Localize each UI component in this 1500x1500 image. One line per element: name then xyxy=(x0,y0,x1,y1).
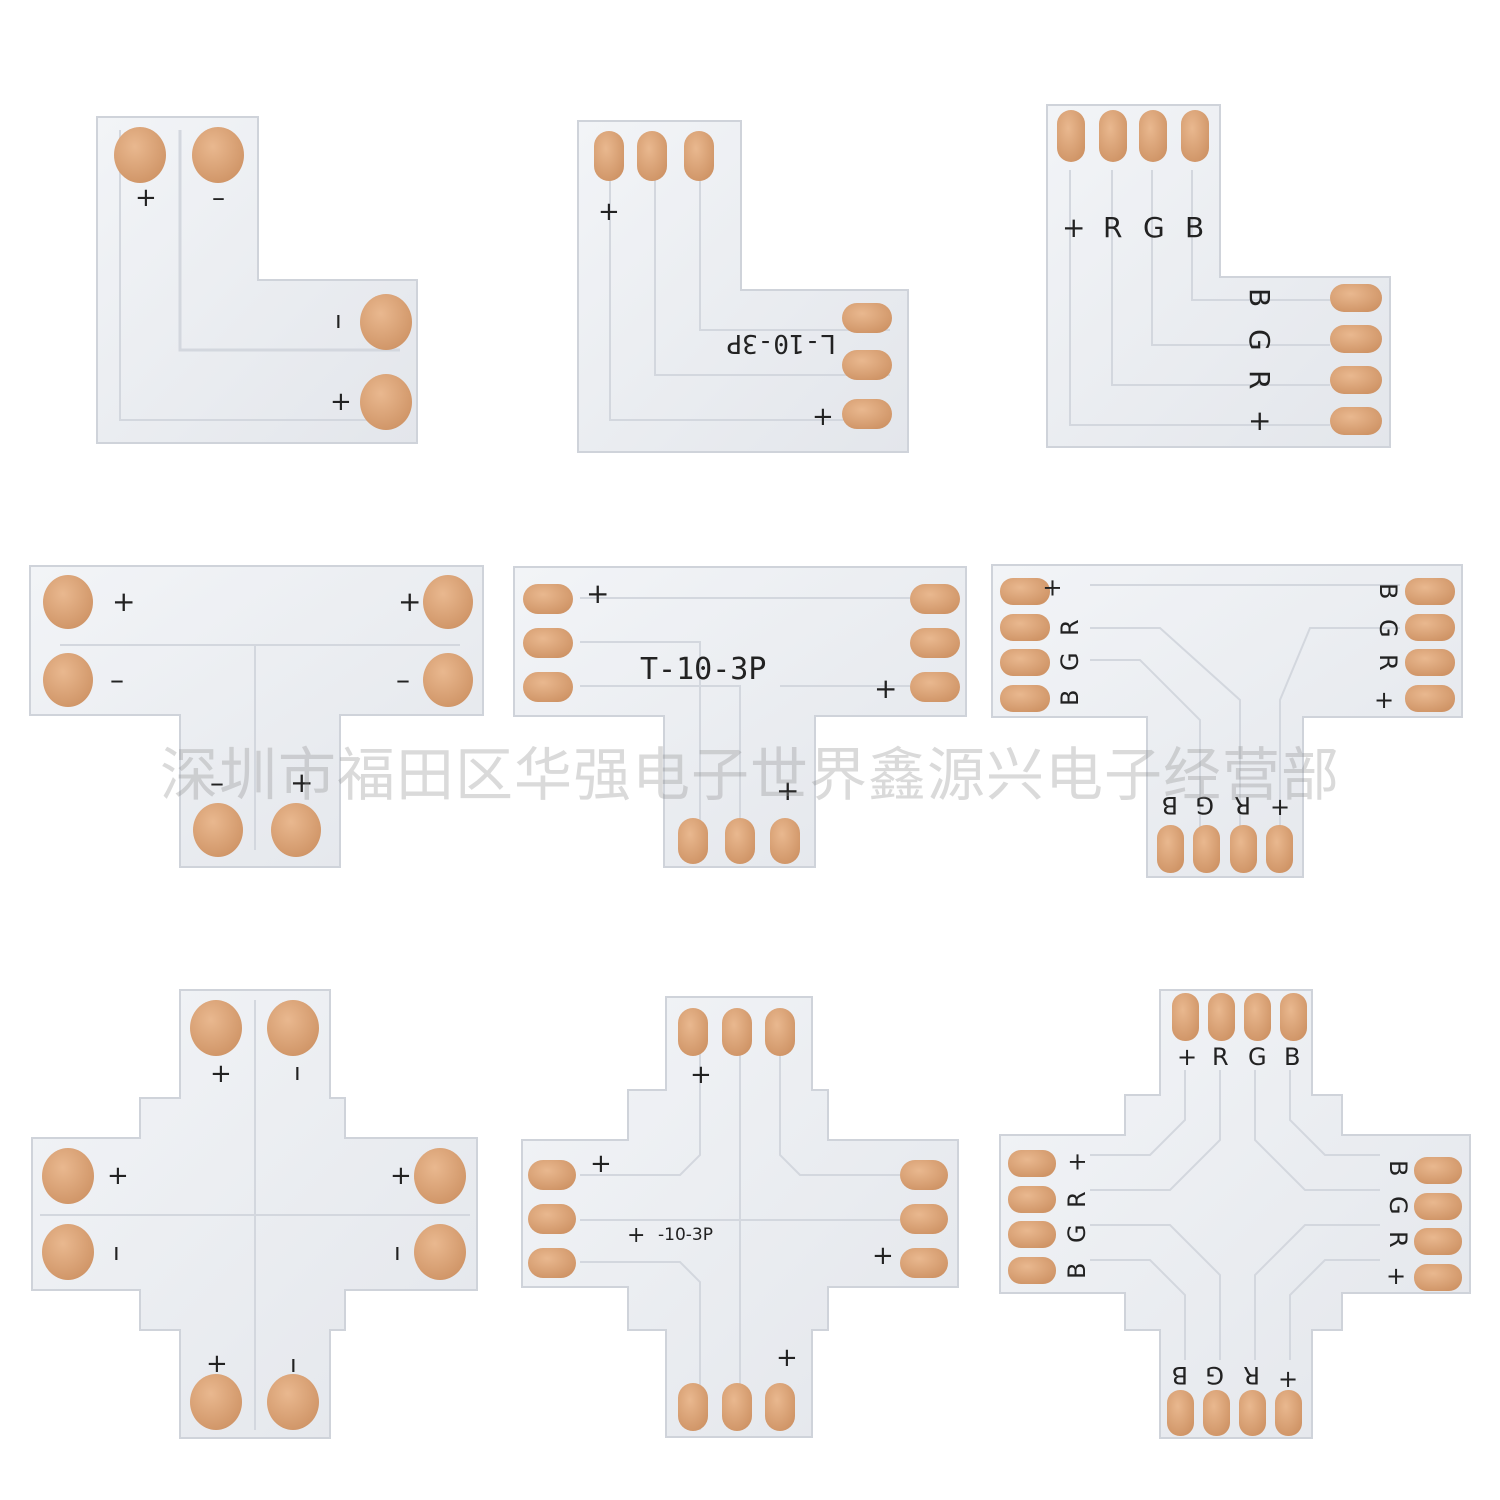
pin-label-r: R xyxy=(1384,1231,1412,1248)
l-connector-3pin: + + L-10-3P xyxy=(577,120,909,453)
board-model-label: -10-3P xyxy=(658,1225,713,1245)
pin-label-plus: + xyxy=(398,585,421,618)
pin-label-plus: + xyxy=(112,585,135,618)
pin-label-plus: + xyxy=(206,1349,228,1379)
pin-label-plus: + xyxy=(690,1060,712,1090)
pin-label-g: G xyxy=(1143,211,1165,244)
pin-label-b: B xyxy=(1056,690,1084,706)
pin-label-plus: + xyxy=(1278,1365,1298,1393)
t-connector-4pin-rgb: + R G B B G R + B G R + xyxy=(991,564,1463,878)
pin-label-plus: + xyxy=(330,387,352,417)
pin-label-plus: + xyxy=(586,577,609,610)
pin-label-plus: + xyxy=(598,197,620,227)
l-connector-4pin-rgb: + R G B B G R + xyxy=(1046,104,1391,448)
x-connector-3pin: + + + -10-3P + + xyxy=(521,996,959,1438)
board-model-label: L-10-3P xyxy=(726,328,836,358)
pin-label-b: B xyxy=(1185,211,1204,244)
pin-label-plus: + xyxy=(1177,1043,1197,1071)
pin-label-plus: + xyxy=(627,1223,645,1248)
pin-label-plus: + xyxy=(776,1343,798,1373)
pin-label-bar: ı xyxy=(290,1350,297,1378)
pin-label-r: R xyxy=(1056,619,1084,636)
pin-label-b: B xyxy=(1384,1160,1412,1176)
pin-label-plus: + xyxy=(1386,1262,1406,1290)
pin-label-plus: + xyxy=(1374,686,1394,714)
pin-label-r: R xyxy=(1243,1361,1260,1389)
pin-label-r: R xyxy=(1212,1043,1229,1071)
pin-label-g: G xyxy=(1056,652,1084,671)
pin-label-minus: – xyxy=(396,663,410,696)
t-connector-3pin: + T-10-3P + + xyxy=(513,566,967,868)
pin-label-bar: ı xyxy=(294,1058,301,1086)
pin-label-plus: + xyxy=(776,774,799,807)
pin-label-r: R xyxy=(1374,654,1402,671)
pin-label-b: B xyxy=(1172,1361,1188,1389)
pin-label-plus: + xyxy=(1270,793,1290,821)
pin-label-bar: ı xyxy=(335,306,342,334)
pin-label-plus: + xyxy=(1038,578,1066,598)
pin-label-minus: – xyxy=(110,663,124,696)
pin-label-b: B xyxy=(1284,1043,1300,1071)
board-model-label: T-10-3P xyxy=(640,652,766,687)
pin-label-plus: + xyxy=(1248,404,1271,437)
x-connector-4pin-rgb: + R G B + R G B B G R + B G R + xyxy=(999,989,1471,1439)
pin-label-plus: + xyxy=(135,183,157,213)
pin-label-plus: + xyxy=(874,672,897,705)
pin-label-bar: ı xyxy=(394,1238,401,1266)
pin-label-r: R xyxy=(1243,370,1276,389)
pin-label-plus: + xyxy=(812,402,834,432)
pin-label-plus: + xyxy=(1062,211,1085,244)
pin-label-r: R xyxy=(1063,1191,1091,1208)
pin-label-b: B xyxy=(1243,288,1276,307)
pin-label-g: G xyxy=(1063,1224,1091,1243)
pin-label-minus: – xyxy=(212,183,225,213)
pin-label-g: G xyxy=(1205,1361,1224,1389)
pin-label-g: G xyxy=(1195,791,1214,819)
x-connector-2pin: + ı + ı + ı + ı xyxy=(31,989,478,1439)
pin-label-minus: – xyxy=(210,766,224,799)
pin-label-plus: + xyxy=(872,1241,894,1271)
pin-label-b: B xyxy=(1374,583,1402,599)
pin-label-g: G xyxy=(1384,1196,1412,1215)
pin-label-r: R xyxy=(1103,211,1122,244)
pin-label-g: G xyxy=(1248,1043,1267,1071)
pin-label-b: B xyxy=(1063,1263,1091,1279)
pin-label-plus: + xyxy=(390,1161,412,1191)
pin-label-plus: + xyxy=(107,1161,129,1191)
pin-label-bar: ı xyxy=(113,1238,120,1266)
pin-label-plus: + xyxy=(290,766,313,799)
t-connector-2pin: + – + – – + xyxy=(29,565,484,868)
pin-label-g: G xyxy=(1243,329,1276,351)
l-connector-2pin: + – ı + xyxy=(96,116,418,444)
pin-label-plus: + xyxy=(590,1149,612,1179)
pin-label-plus: + xyxy=(1063,1152,1091,1172)
pin-label-b: B xyxy=(1162,791,1178,819)
pin-label-r: R xyxy=(1234,791,1251,819)
pin-label-plus: + xyxy=(210,1059,232,1089)
pin-label-g: G xyxy=(1374,619,1402,638)
